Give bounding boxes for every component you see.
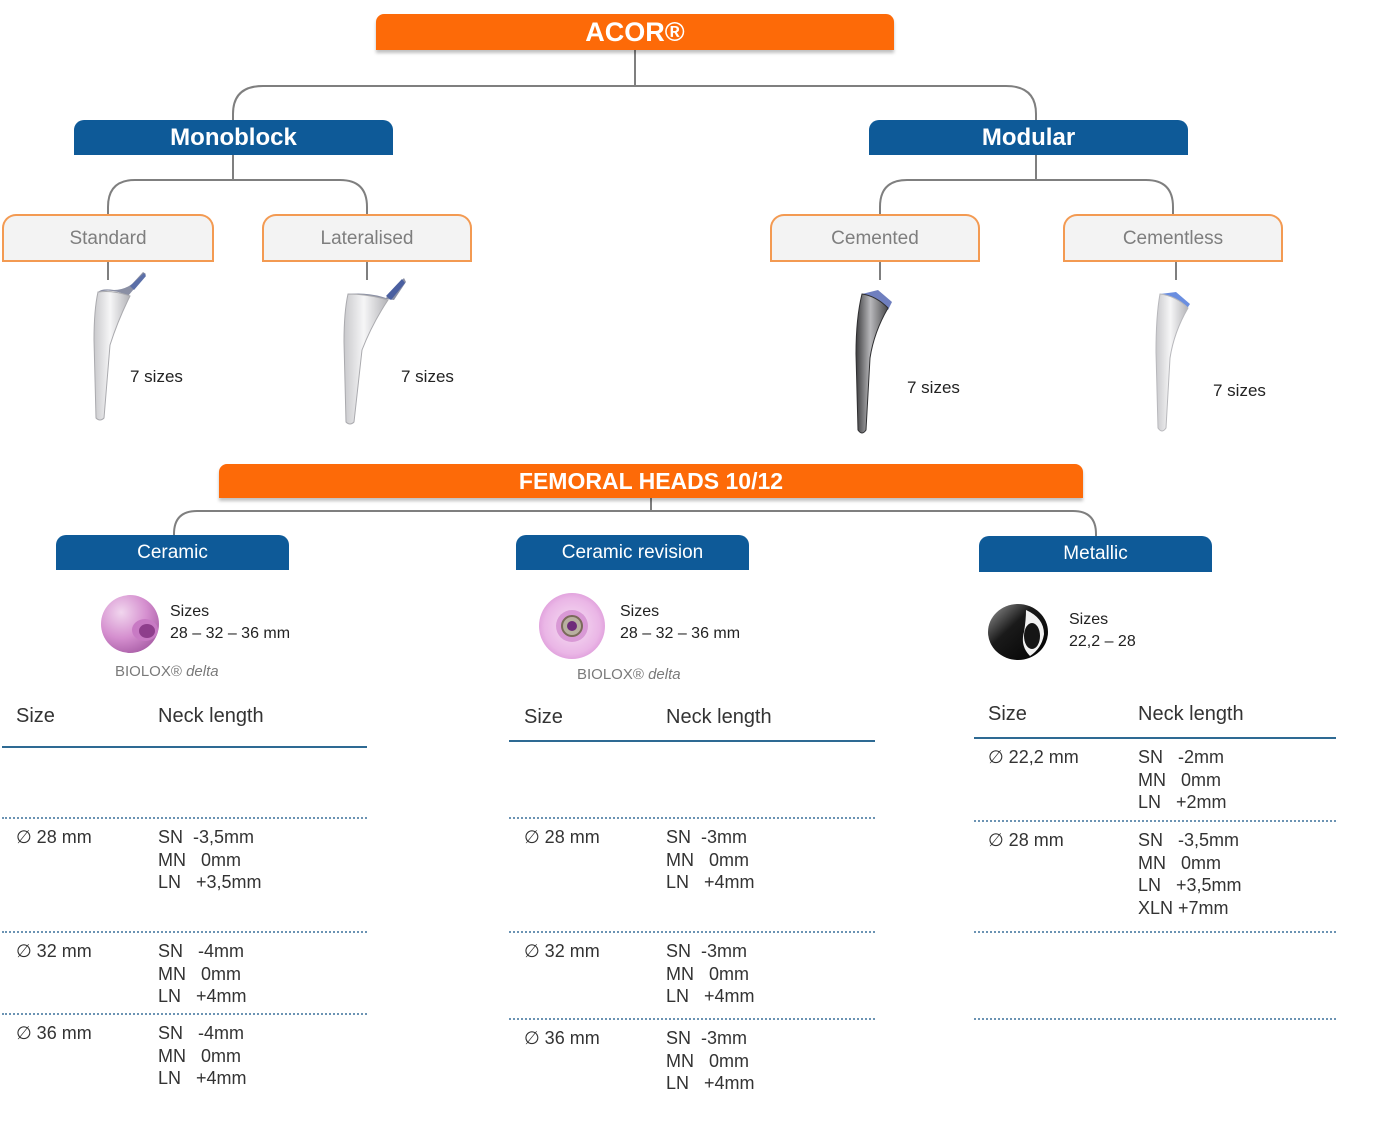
revision-header-rule xyxy=(509,740,875,742)
root-title: ACOR® xyxy=(585,16,685,47)
row-size: ∅ 36 mm xyxy=(524,1028,600,1048)
group-ceramic-label: Ceramic xyxy=(137,541,208,563)
stem-cemented-sizes: 7 sizes xyxy=(907,378,960,397)
variant-cementless-label: Cementless xyxy=(1122,228,1224,249)
variant-lateralised: Lateralised xyxy=(262,214,472,262)
ceramic-revision-head-image xyxy=(539,593,605,659)
row-divider xyxy=(509,817,875,819)
row-divider xyxy=(509,1018,875,1020)
ceramic-header-size: Size xyxy=(16,705,55,727)
stem-standard-image xyxy=(93,272,146,421)
ceramic-head-image xyxy=(101,595,159,653)
ceramic-revision-material-name: BIOLOX® xyxy=(577,666,644,683)
ceramic-material-name: BIOLOX® xyxy=(115,663,182,680)
metallic-header-size: Size xyxy=(988,703,1027,725)
branch-modular-label: Modular xyxy=(981,123,1076,151)
row-neck: SN -2mm MN 0mm LN +2mm xyxy=(1138,747,1227,812)
ceramic-sizes-text: Sizes 28 – 32 – 36 mm xyxy=(170,601,290,645)
stem-lateralised-sizes: 7 sizes xyxy=(401,367,454,386)
ceramic-header-neck: Neck length xyxy=(158,705,264,727)
stem-lateralised-image xyxy=(343,278,406,425)
row-divider xyxy=(974,1018,1336,1020)
group-ceramic-revision-label: Ceramic revision xyxy=(561,541,704,563)
row-divider xyxy=(2,1013,367,1015)
variant-cemented: Cemented xyxy=(770,214,980,262)
row-size: ∅ 22,2 mm xyxy=(988,747,1079,767)
row-divider xyxy=(509,931,875,933)
ceramic-header-rule xyxy=(2,746,367,748)
variant-standard-label: Standard xyxy=(69,228,147,249)
row-size: ∅ 28 mm xyxy=(988,830,1064,850)
ceramic-material: BIOLOX® delta xyxy=(115,663,219,680)
femoral-heads-title: FEMORAL HEADS 10/12 xyxy=(518,467,784,494)
branch-monoblock: Monoblock xyxy=(74,120,393,155)
row-size: ∅ 28 mm xyxy=(16,827,92,847)
stem-cementless-sizes: 7 sizes xyxy=(1213,381,1266,400)
metallic-header-neck: Neck length xyxy=(1138,703,1244,725)
branch-monoblock-label: Monoblock xyxy=(170,123,297,151)
metallic-sizes-text: Sizes 22,2 – 28 xyxy=(1069,609,1136,653)
metallic-sizes-values: 22,2 – 28 xyxy=(1069,633,1136,650)
ceramic-revision-sizes-text: Sizes 28 – 32 – 36 mm xyxy=(620,601,740,645)
branch-modular: Modular xyxy=(869,120,1188,155)
row-neck: SN -3mm MN 0mm LN +4mm xyxy=(666,1028,755,1093)
row-size: ∅ 32 mm xyxy=(16,941,92,961)
row-size: ∅ 28 mm xyxy=(524,827,600,847)
stem-standard-sizes: 7 sizes xyxy=(130,367,183,386)
row-divider xyxy=(2,817,367,819)
stem-cementless-image xyxy=(1155,292,1190,432)
row-neck: SN -3,5mm MN 0mm LN +3,5mm XLN +7mm xyxy=(1138,830,1242,918)
ceramic-revision-material: BIOLOX® delta xyxy=(577,666,681,683)
row-divider xyxy=(2,931,367,933)
group-metallic: Metallic xyxy=(979,536,1212,572)
metallic-sizes-label: Sizes xyxy=(1069,611,1109,628)
variant-cemented-label: Cemented xyxy=(831,228,919,249)
femoral-heads-title-bar: FEMORAL HEADS 10/12 xyxy=(219,464,1083,498)
row-neck: SN -3mm MN 0mm LN +4mm xyxy=(666,941,755,1006)
ceramic-revision-material-style: delta xyxy=(648,666,681,683)
row-neck: SN -4mm MN 0mm LN +4mm xyxy=(158,1023,247,1088)
stem-cemented-image xyxy=(855,290,892,434)
row-divider xyxy=(974,820,1336,822)
ceramic-revision-sizes-label: Sizes xyxy=(620,603,660,620)
variant-lateralised-label: Lateralised xyxy=(320,228,414,249)
row-neck: SN -3mm MN 0mm LN +4mm xyxy=(666,827,755,892)
group-ceramic: Ceramic xyxy=(56,535,289,570)
row-size: ∅ 32 mm xyxy=(524,941,600,961)
group-ceramic-revision: Ceramic revision xyxy=(516,535,749,570)
ceramic-revision-sizes-values: 28 – 32 – 36 mm xyxy=(620,625,741,642)
revision-header-size: Size xyxy=(524,706,563,728)
variant-standard: Standard xyxy=(2,214,214,262)
revision-header-neck: Neck length xyxy=(666,706,772,728)
group-metallic-label: Metallic xyxy=(1063,543,1128,564)
row-divider xyxy=(974,931,1336,933)
metallic-head-image xyxy=(988,604,1048,660)
ceramic-material-style: delta xyxy=(186,663,219,680)
row-size: ∅ 36 mm xyxy=(16,1023,92,1043)
metallic-header-rule xyxy=(974,737,1336,739)
variant-cementless: Cementless xyxy=(1063,214,1283,262)
ceramic-sizes-label: Sizes xyxy=(170,603,210,620)
root-title-bar: ACOR® xyxy=(376,14,894,50)
ceramic-sizes-values: 28 – 32 – 36 mm xyxy=(170,625,291,642)
row-neck: SN -3,5mm MN 0mm LN +3,5mm xyxy=(158,827,262,892)
row-neck: SN -4mm MN 0mm LN +4mm xyxy=(158,941,247,1006)
